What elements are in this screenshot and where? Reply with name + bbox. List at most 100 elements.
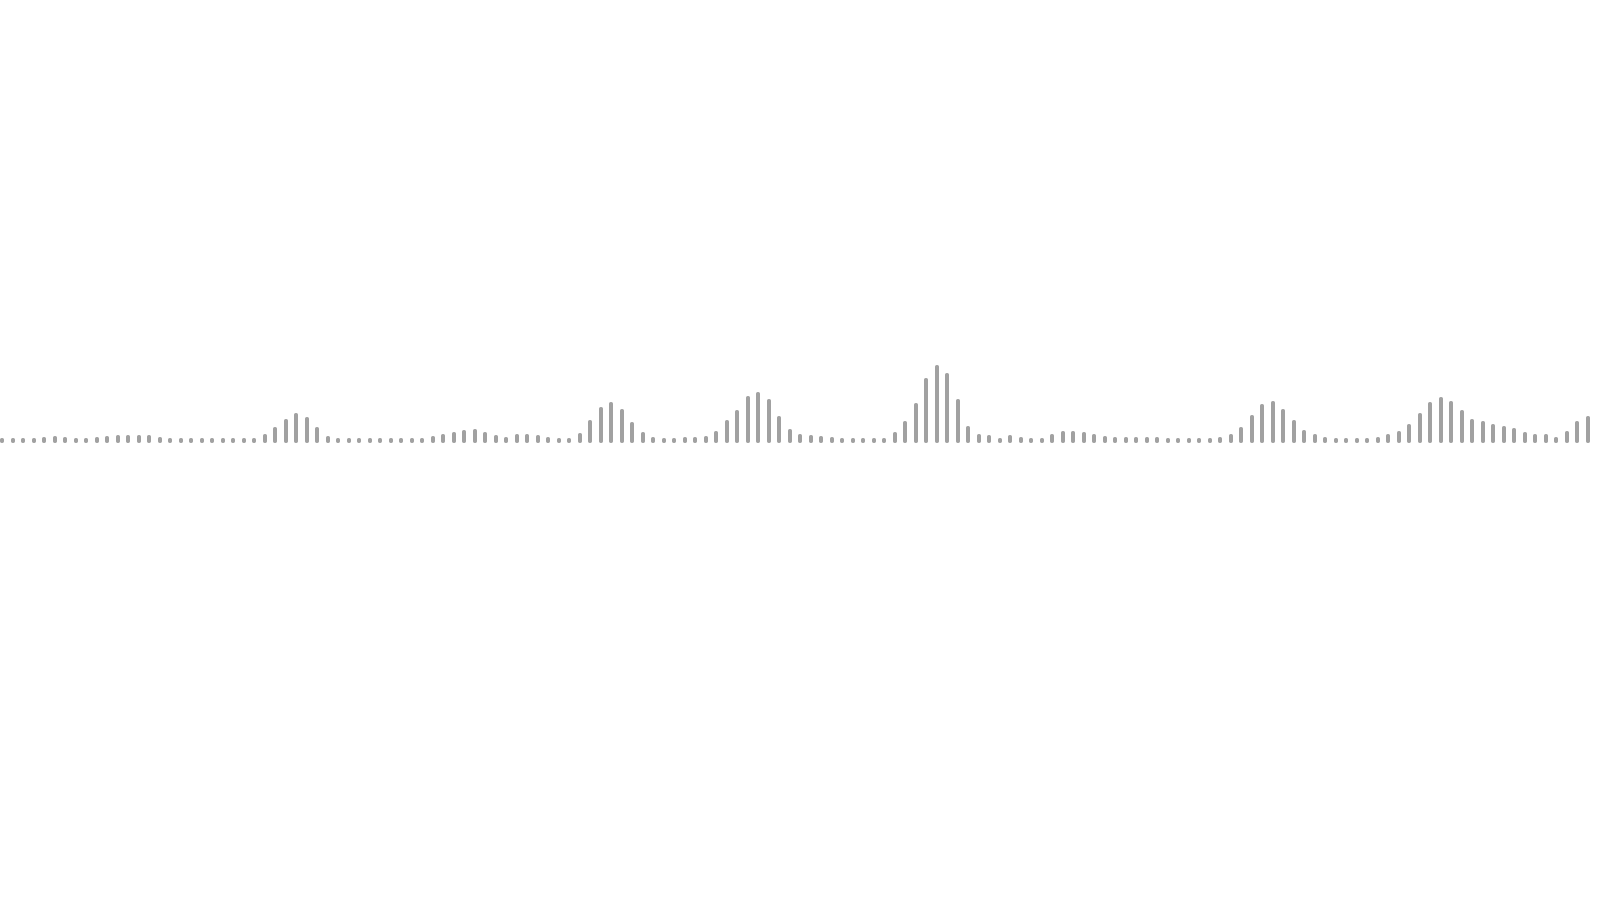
waveform-bar (252, 437, 256, 443)
waveform-bar (535, 435, 540, 443)
waveform-bar (147, 435, 151, 443)
waveform-bar (1428, 402, 1432, 443)
waveform-bar (346, 438, 351, 443)
waveform-bar (766, 399, 771, 443)
waveform-bar (1029, 437, 1033, 443)
waveform-bar (168, 437, 172, 443)
waveform-bar (798, 433, 802, 443)
waveform-bar (1081, 432, 1086, 443)
waveform-bar (504, 436, 508, 443)
waveform-bar (399, 438, 403, 443)
waveform-bar (1113, 436, 1117, 443)
waveform-bar (955, 399, 960, 443)
waveform-bar (756, 391, 760, 443)
waveform-bar (808, 435, 813, 443)
waveform-bar (1417, 412, 1422, 443)
waveform-bar (903, 421, 907, 443)
waveform-bar (1344, 437, 1348, 443)
waveform-bar (1123, 436, 1128, 443)
waveform-bar (1239, 426, 1243, 443)
waveform-bar (1155, 436, 1159, 443)
waveform-bar (231, 438, 235, 443)
waveform-bar (1470, 418, 1474, 443)
waveform-bar (1302, 429, 1306, 443)
waveform-bar (892, 432, 897, 443)
waveform-bar (1512, 428, 1516, 443)
waveform-bar (1207, 437, 1212, 443)
waveform-bar (1554, 436, 1558, 443)
waveform-bar (1228, 434, 1233, 443)
waveform-bar (1008, 435, 1012, 443)
waveform-bar (787, 428, 792, 443)
waveform-bar (273, 427, 277, 443)
waveform-bar (1533, 433, 1537, 443)
waveform-bar (1354, 437, 1359, 443)
waveform-bar (1092, 433, 1096, 443)
waveform-bar (1480, 421, 1485, 443)
waveform-bar (598, 407, 603, 443)
waveform-bar (735, 410, 739, 443)
waveform-bar (241, 438, 246, 443)
waveform-bar (661, 437, 666, 443)
waveform-bar (105, 435, 109, 443)
waveform-bar (1375, 436, 1380, 443)
waveform-bar (10, 437, 15, 443)
waveform-bar (294, 413, 298, 443)
waveform-bar (441, 433, 445, 443)
waveform-bar (1270, 400, 1275, 443)
waveform-bar (588, 420, 592, 443)
waveform-bar (1291, 420, 1296, 443)
waveform-bar (409, 438, 414, 443)
waveform-bar (871, 438, 876, 443)
waveform-bar (210, 438, 214, 443)
waveform-bar (1449, 400, 1453, 443)
waveform-bar (1186, 437, 1191, 443)
waveform-bar (199, 438, 204, 443)
waveform-bar (1564, 431, 1569, 443)
waveform-bar (1575, 421, 1579, 443)
waveform-bar (1134, 436, 1138, 443)
waveform-bar (1522, 432, 1527, 443)
waveform-bar (567, 437, 571, 443)
waveform-bar (630, 421, 634, 443)
waveform-bar (840, 437, 844, 443)
waveform-bar (304, 417, 309, 443)
waveform-bar (1323, 436, 1327, 443)
waveform-bar (1260, 404, 1264, 443)
waveform-bar (0, 437, 4, 443)
waveform-bar (1165, 437, 1170, 443)
waveform-bar (1144, 436, 1149, 443)
waveform-bar (850, 438, 855, 443)
waveform-bar (451, 432, 456, 443)
waveform-bar (1585, 415, 1590, 443)
waveform-bar (1312, 434, 1317, 443)
waveform-bar (1543, 434, 1548, 443)
waveform-bar (556, 438, 561, 443)
waveform-bar (388, 438, 393, 443)
waveform-bar (336, 437, 340, 443)
waveform-bar (1438, 396, 1443, 443)
waveform-bar (693, 436, 697, 443)
waveform-bar (325, 435, 330, 443)
waveform-bar (640, 432, 645, 443)
waveform-bar (546, 436, 550, 443)
audio-waveform[interactable] (0, 340, 1600, 460)
waveform-bar (94, 436, 99, 443)
waveform-bar (682, 436, 687, 443)
waveform-bar (1491, 423, 1495, 443)
waveform-bar (672, 437, 676, 443)
waveform-bar (619, 409, 624, 443)
waveform-bar (976, 433, 981, 443)
waveform-bar (262, 434, 267, 443)
waveform-bar (73, 437, 78, 443)
waveform-bar (220, 438, 225, 443)
waveform-bar (493, 435, 498, 443)
waveform-bar (157, 436, 162, 443)
waveform-bar (514, 434, 519, 443)
waveform-bar (1197, 437, 1201, 443)
waveform-bar (1039, 437, 1044, 443)
waveform-bar (966, 425, 970, 443)
waveform-bar (609, 402, 613, 443)
waveform-bar (703, 435, 708, 443)
waveform-bar (745, 396, 750, 443)
